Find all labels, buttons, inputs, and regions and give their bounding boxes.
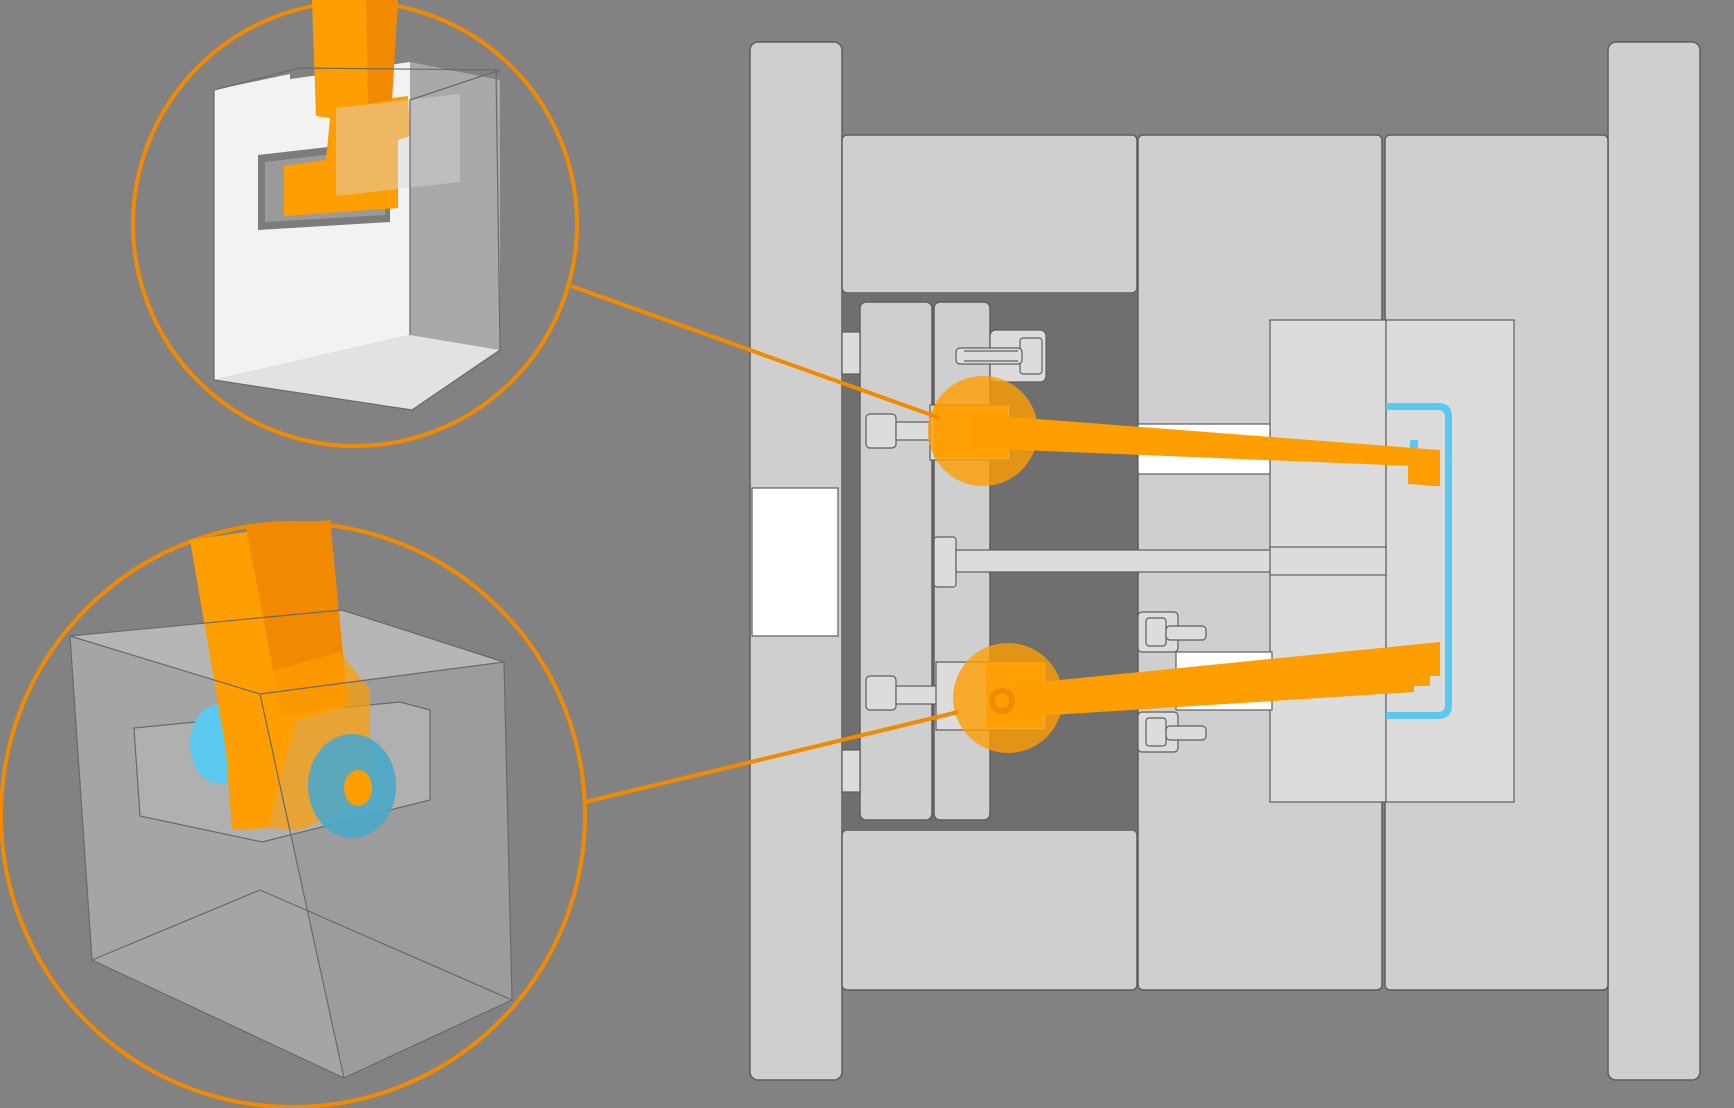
lifter-rod-bottom xyxy=(1000,642,1440,718)
right-clamp-plate xyxy=(1607,41,1701,1081)
molded-part xyxy=(1386,403,1452,719)
screw-bottom-right-2 xyxy=(1137,711,1207,753)
part-undercut-top xyxy=(1410,440,1418,452)
roller-pin-core xyxy=(995,694,1009,708)
leader-line-top xyxy=(570,284,941,420)
ejector-pin xyxy=(933,536,1387,588)
stop-block-top xyxy=(841,331,861,375)
bottom-spacer-block xyxy=(841,829,1138,991)
callout-top-detail xyxy=(131,0,579,448)
screw-bottom-right-1 xyxy=(1137,611,1207,653)
block-bottom-face xyxy=(214,335,500,410)
block-right-face xyxy=(410,62,500,350)
holder-top-highlight xyxy=(934,406,1008,458)
screw-top xyxy=(955,329,1047,383)
ejector-retainer-plate xyxy=(859,301,933,821)
t-slot-glass xyxy=(336,94,460,196)
lifter-t-rod-side xyxy=(366,0,398,104)
top-spacer-block xyxy=(841,134,1138,294)
leader-line-bottom xyxy=(584,710,959,804)
stop-block-bottom xyxy=(841,749,861,793)
callout-bottom-detail xyxy=(0,520,587,1108)
clamp-plate-window xyxy=(751,487,839,637)
lifter-rod-top xyxy=(970,414,1440,486)
lifter-head-top xyxy=(1408,450,1440,486)
roller-axle xyxy=(344,770,372,806)
mold-assembly xyxy=(749,41,1701,1081)
